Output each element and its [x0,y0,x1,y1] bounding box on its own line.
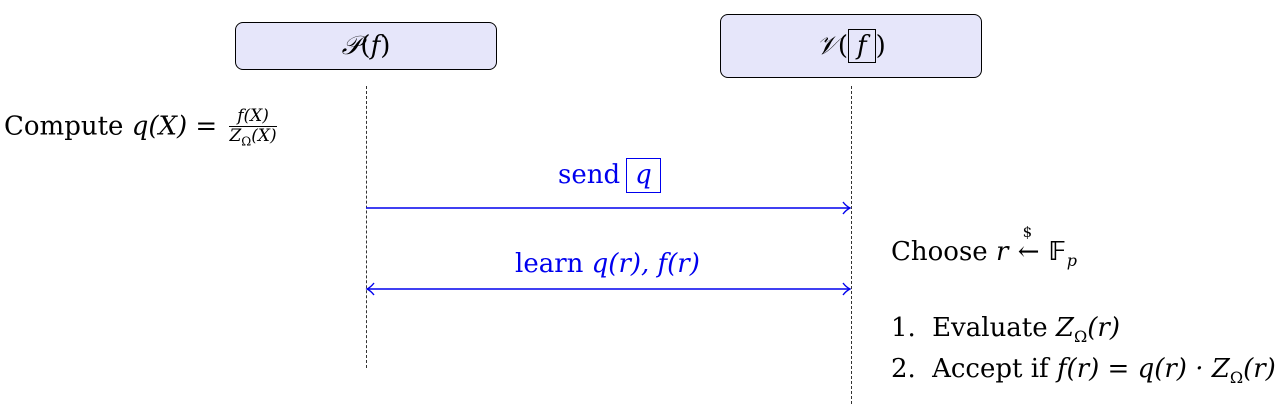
choose-word: Choose [891,237,988,267]
learn-label: learn q(r), f(r) [515,249,700,279]
send-arrow-head [842,201,852,215]
fraction-numerator: f(X) [229,108,277,127]
step1-text: Evaluate [932,313,1048,343]
learn-word: learn [515,249,584,279]
verifier-lifeline [851,86,852,404]
quotient-lhs: q(X) = [131,111,218,142]
learn-args: q(r), f(r) [591,249,700,279]
step2-math: f(r) = q(r) · ZΩ(r) [1056,354,1276,388]
verifier-step-1: 1. Evaluate ZΩ(r) [891,315,1120,345]
verifier-close-paren: ) [875,31,886,61]
field-subscript: p [1066,251,1077,271]
choose-var: r [995,237,1009,267]
prover-compute-step: Compute q(X) = f(X) ZΩ(X) [4,108,277,147]
sample-symbol: $ [1022,223,1033,241]
verifier-choose-step: Choose r $← 𝔽p [891,223,1077,271]
prover-arg: f [370,31,381,61]
verifier-box: 𝒱(f) [720,14,982,78]
send-boxed-arg: q [626,158,661,193]
verifier-open-paren: ( [837,31,849,61]
step2-text: Accept if [932,354,1049,384]
step1-number: 1. [891,313,916,343]
send-word: send [558,160,621,190]
field-symbol: 𝔽 [1048,237,1067,267]
learn-arrow-head-right [842,282,852,296]
step2-number: 2. [891,354,916,384]
sample-arrow: $← [1017,223,1040,267]
verifier-symbol: 𝒱 [816,30,838,61]
fraction-denominator: ZΩ(X) [229,126,277,149]
verifier-step-2: 2. Accept if f(r) = q(r) · ZΩ(r) [891,356,1276,386]
prover-box: 𝒫(f) [235,22,497,70]
verifier-boxed-arg: f [848,28,876,64]
prover-close-paren: ) [380,31,391,61]
prover-symbol: 𝒫 [341,30,361,61]
learn-arrow-head-left [365,282,375,296]
step1-math: ZΩ(r) [1055,313,1120,347]
prover-lifeline [366,86,367,368]
quotient-fraction: f(X) ZΩ(X) [229,108,277,149]
prover-open-paren: ( [360,31,371,61]
compute-word: Compute [4,111,124,142]
